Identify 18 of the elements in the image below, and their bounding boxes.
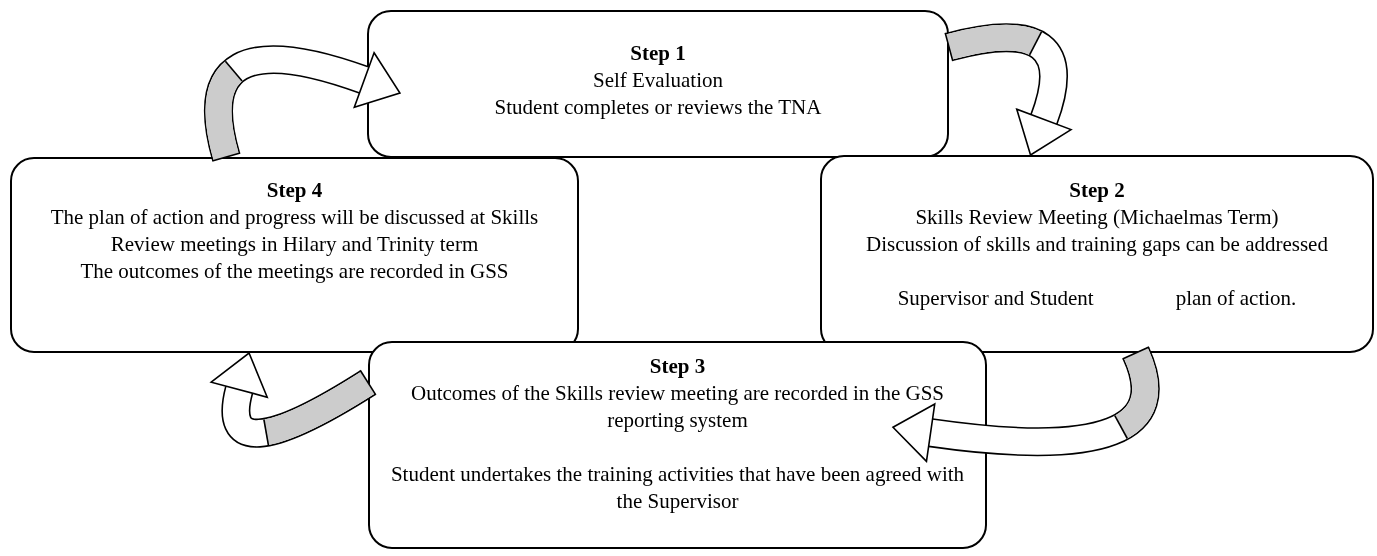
- step-description: Student undertakes the training activities that have been agreed with the Supervisor: [390, 461, 965, 515]
- step-description: Skills Review Meeting (Michaelmas Term): [914, 204, 1280, 231]
- process-box: [367, 10, 949, 158]
- step-description: plan of action.: [1175, 285, 1297, 312]
- process-box: [10, 157, 579, 353]
- step-heading: Step 1: [629, 40, 687, 67]
- step-description: The plan of action and progress will be discussed at Skills Review meetings in Hilary and Trinity term: [49, 204, 540, 258]
- step-heading: Step 3: [648, 353, 707, 380]
- step-heading: Step 4: [265, 177, 324, 204]
- process-box: [368, 341, 987, 549]
- step-description: Discussion of skills and training gaps can be addressed: [865, 231, 1329, 258]
- step-description: Self Evaluation: [591, 67, 725, 94]
- step-description: Supervisor and Student: [897, 285, 1094, 312]
- step-heading: Step 2: [1068, 177, 1126, 204]
- step-description: The outcomes of the meetings are recorded in GSS: [79, 258, 510, 285]
- step-description: Outcomes of the Skills review meeting are recorded in the GSS reporting system: [410, 380, 945, 434]
- step-description: Student completes or reviews the TNA: [493, 94, 823, 121]
- process-box: [820, 155, 1374, 353]
